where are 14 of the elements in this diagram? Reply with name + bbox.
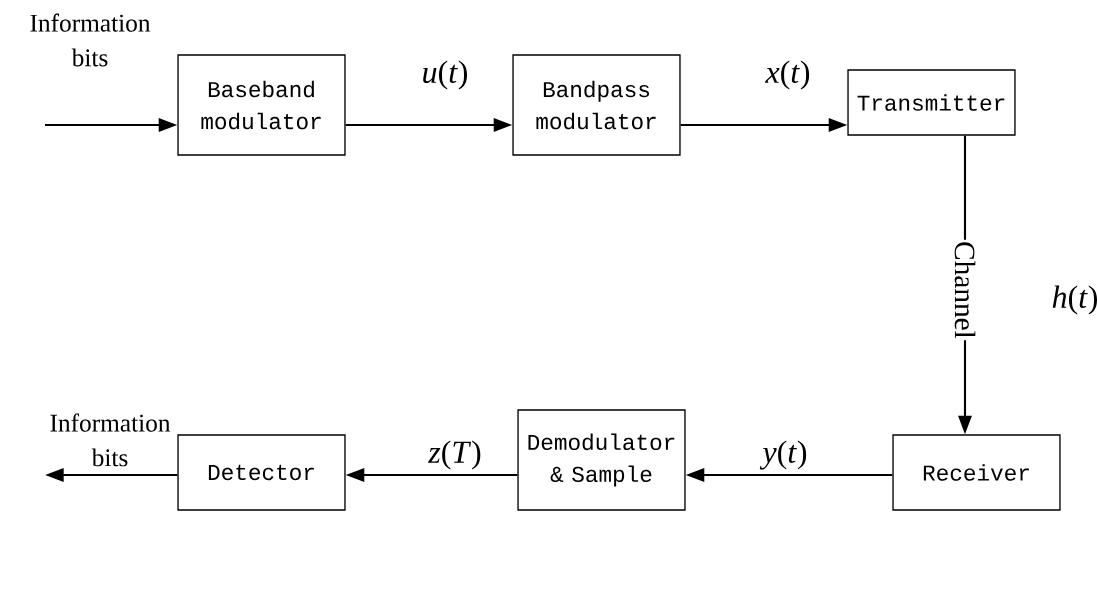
signal-label: h(t) [1052, 285, 1097, 315]
edge-label: Information bits [50, 413, 171, 467]
process-box: Bandpass modulator [512, 54, 681, 156]
edge-label: Channel [953, 239, 977, 341]
edge-label: z(T) [427, 440, 481, 470]
process-box: Baseband modulator [177, 54, 346, 156]
process-box: Demodulator & Sample [517, 409, 686, 511]
edge-label: y(t) [759, 440, 807, 470]
process-box: Detector [177, 434, 346, 511]
edge-label: u(t) [423, 60, 467, 90]
edge-label: x(t) [765, 60, 810, 90]
process-box: Receiver [892, 434, 1061, 511]
edge-label: Information bits [30, 13, 151, 67]
process-box: Transmitter [847, 69, 1016, 136]
